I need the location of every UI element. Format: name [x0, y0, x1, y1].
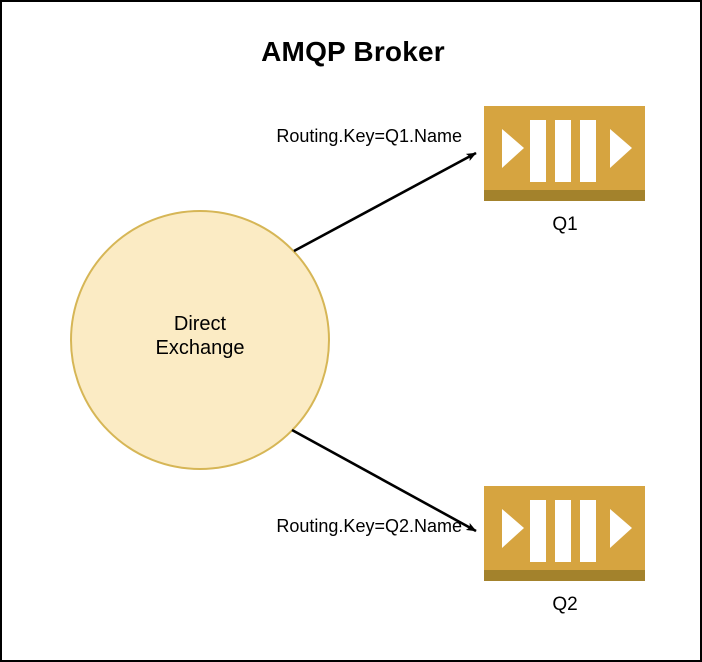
exchange-label-line2: Exchange [155, 336, 245, 359]
queue-label-q1: Q1 [552, 214, 578, 235]
queue-icon-bar [580, 500, 596, 562]
binding-arrow-q2 [291, 428, 477, 533]
binding-arrow-q1 [293, 151, 477, 253]
queue-icon-right-arrow [610, 509, 632, 548]
queue-icon-right-arrow [610, 129, 632, 168]
queue-icon-bar [555, 120, 571, 182]
queue-icon-q1[interactable] [484, 106, 645, 201]
queue-icon-base [484, 190, 645, 201]
binding-label-q1: Routing.Key=Q1.Name [276, 126, 462, 146]
exchange-label-line1: Direct [173, 313, 227, 335]
binding-label-q2: Routing.Key=Q2.Name [276, 516, 462, 536]
queue-icon-base [484, 570, 645, 581]
queue-icon-bar [580, 120, 596, 182]
page-title: AMQP Broker [261, 36, 445, 67]
queue-icon-bar [530, 500, 546, 562]
queue-icon-left-arrow [502, 509, 524, 548]
queue-label-q2: Q2 [552, 594, 578, 615]
queue-icon-bar [530, 120, 546, 182]
exchange-circle[interactable] [70, 210, 330, 470]
queue-icon-left-arrow [502, 129, 524, 168]
queue-icon-bar [555, 500, 571, 562]
queue-icon-q2[interactable] [484, 486, 645, 581]
